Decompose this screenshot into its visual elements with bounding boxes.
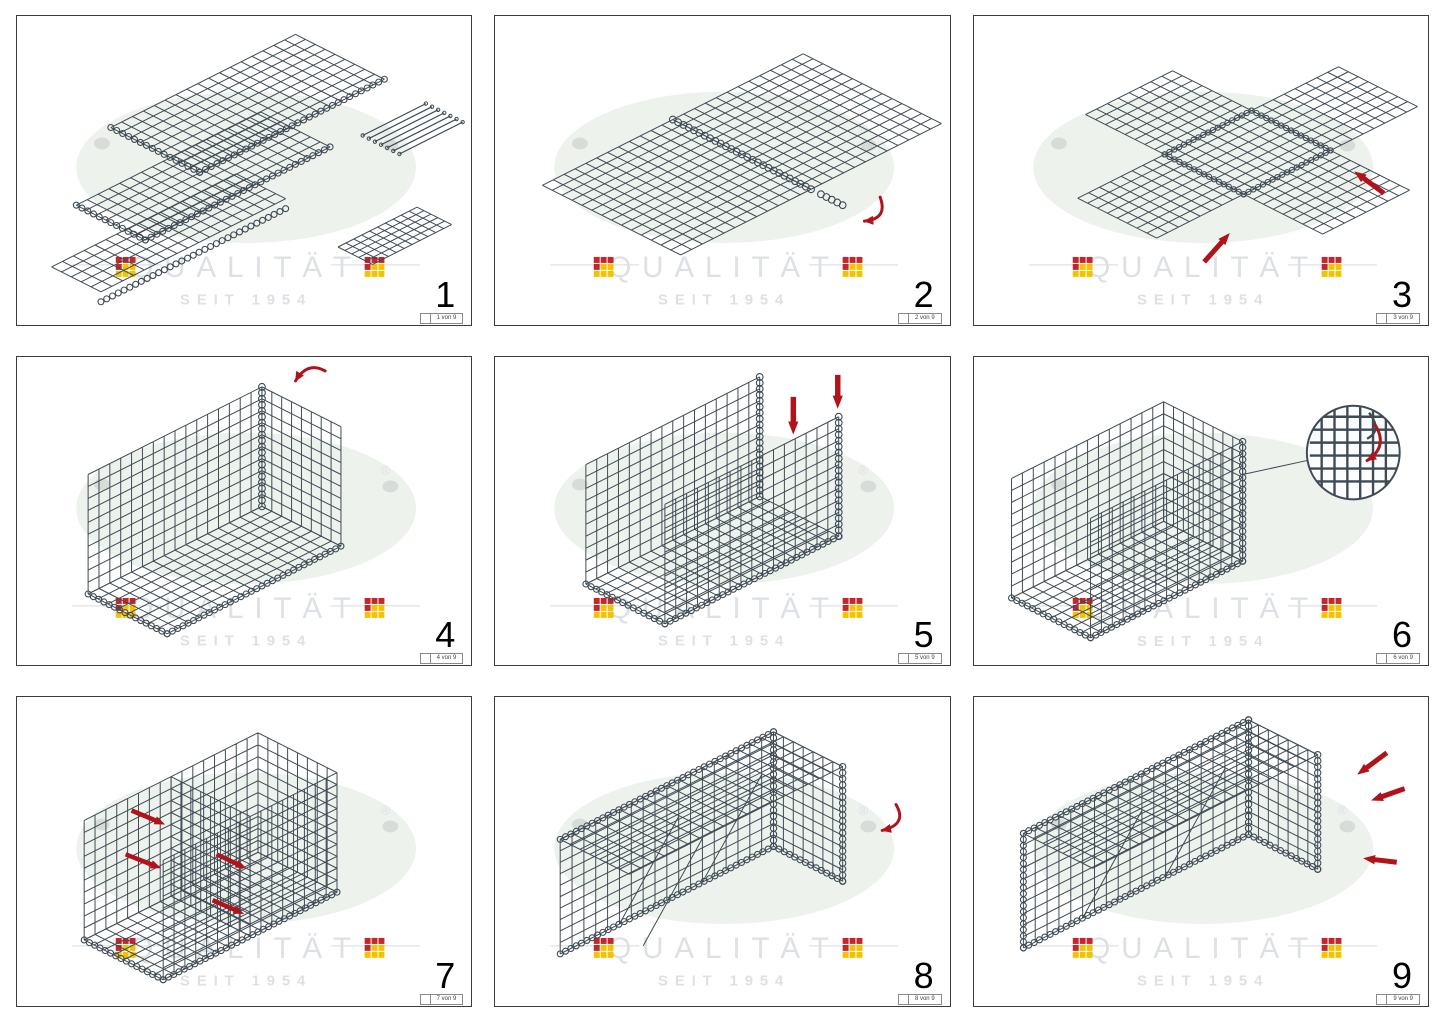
titleblock-cell xyxy=(421,994,431,1004)
titleblock-cell xyxy=(1377,313,1388,323)
sheet-label: 3 von 9 xyxy=(1393,314,1413,321)
step-panel-1: 1 von 9 1 xyxy=(16,15,473,326)
sheet-label: 7 von 9 xyxy=(436,995,457,1002)
sheet-titleblock: 8 von 9 xyxy=(897,993,942,1005)
step-panel-2: 2 von 9 2 xyxy=(494,15,951,326)
step-panel-4: 4 von 9 4 xyxy=(16,355,473,667)
sheet-label: 4 von 9 xyxy=(436,655,457,662)
watermark-instance xyxy=(71,772,421,991)
step-number: 1 xyxy=(435,273,456,315)
step-panel-3: 3 von 9 3 xyxy=(972,15,1429,326)
sheet-titleblock: 4 von 9 xyxy=(419,653,464,665)
assembly-illustration-step-7 xyxy=(71,732,421,991)
step-panel-5: 5 von 9 5 xyxy=(494,355,951,667)
assembly-illustration-step-2 xyxy=(542,53,942,310)
sheet-titleblock: 2 von 9 xyxy=(897,312,942,324)
titleblock-cell xyxy=(899,994,909,1004)
step-number: 5 xyxy=(913,614,934,656)
titleblock-cell xyxy=(899,654,909,664)
step-number: 9 xyxy=(1391,954,1412,996)
assembly-illustration-step-6 xyxy=(1007,401,1401,650)
step-panel-7: 7 von 9 7 xyxy=(16,696,473,1007)
titleblock-cell xyxy=(1377,994,1388,1004)
sheet-titleblock: 3 von 9 xyxy=(1376,312,1420,324)
sheet-titleblock: 7 von 9 xyxy=(419,993,464,1005)
sheet-titleblock: 6 von 9 xyxy=(1376,653,1420,665)
sheet-label: 1 von 9 xyxy=(436,314,457,321)
watermark-instance xyxy=(1028,772,1378,991)
sheet-titleblock: 5 von 9 xyxy=(897,653,942,665)
sheet-titleblock: 1 von 9 xyxy=(419,312,464,324)
step-panel-8: 8 von 9 8 xyxy=(494,696,951,1007)
step-number: 3 xyxy=(1391,273,1412,315)
step-panel-6: 6 von 9 6 xyxy=(972,355,1429,667)
sheet-label: 2 von 9 xyxy=(914,314,935,321)
step-number: 2 xyxy=(913,273,934,315)
sheet-titleblock: 9 von 9 xyxy=(1376,993,1420,1005)
titleblock-cell xyxy=(421,654,431,664)
step-number: 6 xyxy=(1391,614,1412,656)
sheet-label: 8 von 9 xyxy=(914,995,935,1002)
assembly-illustration-step-5 xyxy=(550,372,899,650)
step-panel-9: 9 von 9 9 xyxy=(972,696,1429,1007)
titleblock-cell xyxy=(1377,654,1388,664)
assembly-illustration-step-1 xyxy=(51,33,465,310)
watermark-instance xyxy=(550,431,899,650)
step-number: 8 xyxy=(913,954,934,996)
titleblock-cell xyxy=(899,313,909,323)
sheet-label: 5 von 9 xyxy=(914,655,935,662)
assembly-illustration-step-4 xyxy=(71,365,421,650)
sheet-label: 6 von 9 xyxy=(1393,655,1413,662)
step-number: 4 xyxy=(435,614,456,656)
step-number: 7 xyxy=(435,954,456,996)
assembly-illustration-step-9 xyxy=(1019,716,1406,991)
assembly-illustration-step-8 xyxy=(550,728,902,991)
watermark-instance xyxy=(71,431,421,650)
sheet-label: 9 von 9 xyxy=(1393,995,1413,1002)
assembly-illustration-step-3 xyxy=(1028,66,1418,310)
titleblock-cell xyxy=(421,313,431,323)
